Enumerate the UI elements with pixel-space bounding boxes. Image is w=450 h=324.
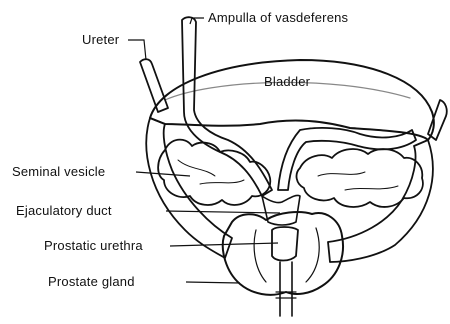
label-seminal-vesicle: Seminal vesicle bbox=[12, 164, 105, 179]
seminal-vesicle-leader-line bbox=[136, 172, 190, 176]
label-ampulla: Ampulla of vasdeferens bbox=[208, 10, 349, 25]
prostatic-urethra-leader-line bbox=[170, 243, 278, 246]
prostatic-urethra-illustration bbox=[272, 227, 298, 316]
ampulla-leader-line bbox=[190, 18, 204, 24]
seminal-vesicle-right-illustration bbox=[297, 149, 423, 207]
label-bladder: Bladder bbox=[264, 74, 311, 89]
ureter-leader-line bbox=[128, 40, 146, 60]
label-ureter: Ureter bbox=[82, 32, 120, 47]
label-prostatic-urethra: Prostatic urethra bbox=[44, 238, 143, 253]
label-prostate-gland: Prostate gland bbox=[48, 274, 135, 289]
leader-lines bbox=[128, 18, 280, 283]
prostate-gland-leader-line bbox=[186, 282, 240, 283]
ejaculatory-duct-illustration bbox=[262, 195, 300, 225]
bladder-illustration bbox=[150, 60, 434, 140]
ejaculatory-duct-leader-line bbox=[166, 211, 280, 213]
label-ejaculatory-duct: Ejaculatory duct bbox=[16, 203, 112, 218]
ureter-illustration bbox=[140, 59, 447, 140]
bladder-wall-illustration bbox=[146, 118, 433, 262]
labels: Ampulla of vasdeferens Ureter Bladder Se… bbox=[12, 10, 349, 289]
